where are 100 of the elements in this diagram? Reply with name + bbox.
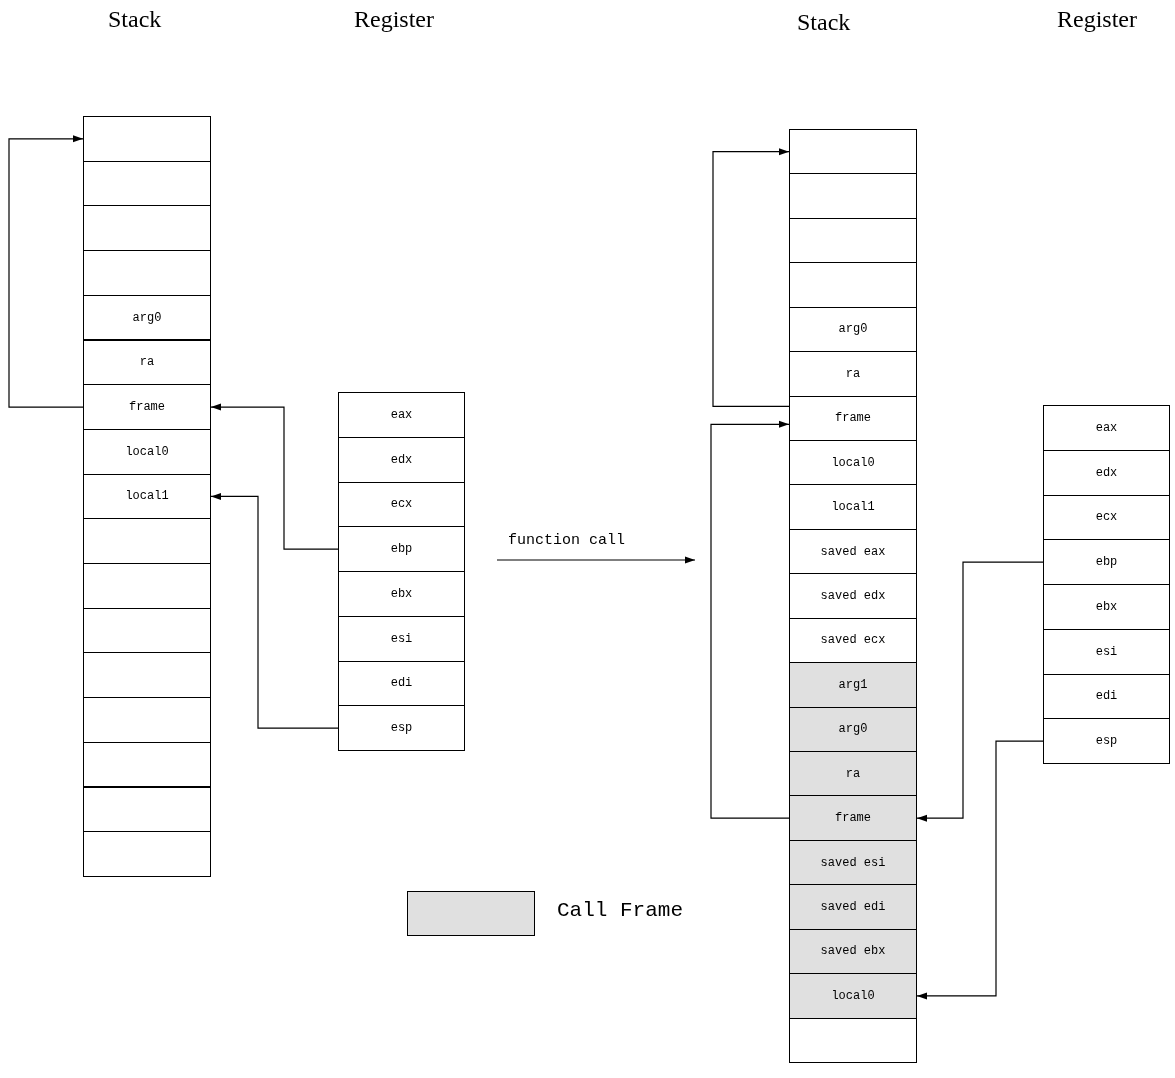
register-cell: [1043, 405, 1170, 451]
empty-cell: [83, 250, 211, 296]
stack-cell: [789, 351, 917, 397]
empty-cell: [83, 607, 211, 654]
cell-label: saved edi: [820, 900, 886, 914]
register-cell: [1043, 494, 1170, 541]
cell-label: edi: [390, 676, 413, 691]
register-cell: [1043, 584, 1170, 630]
stack-cell: [789, 795, 917, 841]
cell-label: local0: [831, 455, 875, 470]
stack-cell: [83, 294, 211, 341]
stack-cell: [789, 662, 917, 708]
cell-label: edx: [1095, 465, 1118, 480]
stack-cell: [789, 928, 917, 975]
cell-label: edx: [390, 452, 413, 467]
empty-cell: [83, 831, 211, 877]
stack-cell: [83, 428, 211, 475]
cell-label: ra: [139, 355, 155, 370]
stack-cell: [789, 306, 917, 353]
register-cell: [338, 392, 465, 438]
register-cell: [1043, 539, 1170, 585]
cell-label: frame: [835, 411, 871, 426]
register-cell: [338, 481, 465, 528]
arrow: [712, 148, 790, 407]
cell-label: saved ecx: [820, 633, 886, 648]
cell-label: ecx: [1095, 510, 1118, 525]
column-heading: Stack: [108, 6, 162, 33]
cell-label: eax: [390, 407, 413, 422]
cell-label: ra: [845, 766, 861, 781]
register-cell: [338, 705, 465, 751]
cell-label: local0: [831, 988, 875, 1003]
stack-cell: [789, 973, 917, 1019]
stack-cell: [789, 573, 917, 619]
empty-cell: [789, 217, 917, 264]
cell-label: arg0: [838, 722, 868, 737]
empty-cell: [789, 262, 917, 308]
cell-label: esi: [390, 631, 413, 646]
cell-label: ebp: [1095, 555, 1118, 570]
empty-cell: [83, 518, 211, 564]
cell-label: local0: [125, 444, 169, 459]
arrow: [8, 135, 84, 408]
cell-label: esi: [1095, 644, 1118, 659]
empty-cell: [83, 741, 211, 788]
cell-label: eax: [1095, 420, 1118, 435]
cell-label: arg1: [838, 677, 868, 692]
register-cell: [338, 436, 465, 483]
cell-label: ebx: [390, 586, 413, 601]
arrow: [916, 561, 1044, 822]
register-cell: [338, 526, 465, 572]
register-cell: [338, 571, 465, 617]
column-heading: Register: [354, 6, 434, 33]
stack-cell: [789, 440, 917, 486]
legend-label: Call Frame: [557, 899, 684, 922]
stack-cell: [83, 339, 211, 386]
register-cell: [338, 615, 465, 662]
column-heading: Stack: [797, 9, 851, 36]
cell-label: local1: [831, 500, 875, 515]
cell-label: local1: [125, 489, 169, 504]
empty-cell: [83, 563, 211, 609]
stack-cell: [789, 751, 917, 797]
cell-label: esp: [390, 721, 413, 736]
cell-label: arg0: [838, 322, 868, 337]
arrow: [710, 420, 790, 819]
stack-cell: [789, 528, 917, 575]
arrow: [916, 740, 1044, 1000]
cell-label: frame: [129, 400, 165, 415]
register-cell: [1043, 628, 1170, 675]
cell-label: saved eax: [820, 544, 886, 559]
register-cell: [1043, 718, 1170, 764]
arrow: [210, 492, 339, 729]
empty-cell: [83, 205, 211, 252]
cell-label: ebp: [390, 542, 413, 557]
cell-label: ra: [845, 366, 861, 381]
cell-label: arg0: [132, 310, 162, 325]
empty-cell: [83, 116, 211, 162]
cell-label: esp: [1095, 734, 1118, 749]
empty-cell: [789, 173, 917, 219]
empty-cell: [83, 652, 211, 699]
stack-cell: [789, 395, 917, 441]
register-cell: [338, 660, 465, 707]
cell-label: frame: [835, 811, 871, 826]
cell-label: saved esi: [820, 855, 886, 870]
register-cell: [1043, 449, 1170, 496]
cell-label: ecx: [390, 497, 413, 512]
cell-label: ebx: [1095, 599, 1118, 614]
stack-cell: [789, 617, 917, 664]
empty-cell: [83, 786, 211, 833]
stack-cell: [789, 484, 917, 530]
empty-cell: [83, 160, 211, 207]
arrow: [210, 403, 339, 550]
stack-cell: [789, 706, 917, 752]
cell-label: edi: [1095, 689, 1118, 704]
register-cell: [1043, 673, 1170, 720]
cell-label: saved ebx: [820, 944, 886, 959]
stack-cell: [83, 384, 211, 430]
empty-cell: [789, 129, 917, 175]
empty-cell: [83, 697, 211, 743]
stack-cell: [789, 884, 917, 930]
arrow-label: function call: [508, 532, 626, 549]
stack-cell: [789, 839, 917, 886]
